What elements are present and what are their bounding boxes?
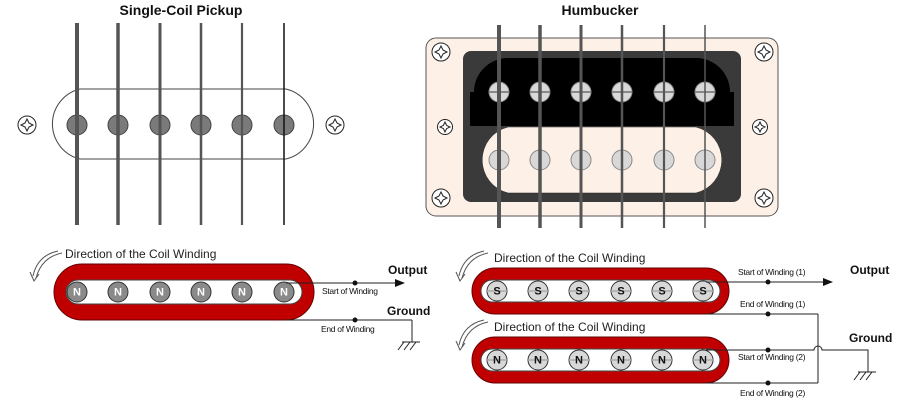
humbucker-cream-bobbin (482, 126, 722, 194)
magnet-pole: N (486, 349, 508, 371)
coil1-winding (471, 267, 730, 315)
pole-polarity-label: N (534, 355, 542, 367)
ring-screw-bottom-left (431, 188, 451, 208)
coil1-winding-arrow-icon (455, 250, 489, 283)
magnet-pole: N (66, 281, 88, 303)
height-screw-left (437, 119, 453, 135)
pole-polarity-label: N (280, 287, 288, 299)
pole-polarity-label: N (73, 287, 81, 299)
magnet-pole: N (273, 281, 295, 303)
single-coil-start-label: Start of Winding (322, 286, 378, 296)
pole-polarity-label: N (197, 287, 205, 299)
magnet-pole: N (190, 281, 212, 303)
magnet-pole: N (527, 349, 549, 371)
height-screw-right (752, 119, 768, 135)
magnet-pole: S (610, 280, 632, 302)
pole-polarity-label: S (699, 286, 706, 298)
humbucker-ground-label: Ground (849, 331, 892, 345)
single-coil-strings (75, 23, 285, 225)
start1-label: Start of Winding (1) (738, 267, 806, 277)
magnet-pole: N (651, 349, 673, 371)
humbucker-black-bobbin (470, 58, 734, 126)
magnet-pole: S (692, 280, 714, 302)
pole-polarity-label: S (658, 286, 665, 298)
magnet-pole: S (651, 280, 673, 302)
magnet-pole: S (568, 280, 590, 302)
coil2-caption: Direction of the Coil Winding (494, 320, 645, 334)
single-coil-end-label: End of Winding (321, 324, 375, 334)
single-coil-caption: Direction of the Coil Winding (65, 247, 216, 261)
pole-polarity-label: S (534, 286, 541, 298)
mounting-screw-left (17, 115, 37, 135)
end2-label: End of Winding (2) (740, 388, 805, 398)
coil2-winding (471, 336, 730, 384)
pole-polarity-label: N (658, 355, 666, 367)
magnet-pole: N (692, 349, 714, 371)
magnet-pole: N (610, 349, 632, 371)
humbucker-title: Humbucker (561, 2, 639, 18)
pole-polarity-label: S (493, 286, 500, 298)
magnet-pole: S (527, 280, 549, 302)
single-coil-title: Single-Coil Pickup (120, 2, 243, 18)
pole-polarity-label: N (699, 355, 707, 367)
pole-polarity-label: N (114, 287, 122, 299)
humbucker-strings (497, 25, 706, 228)
pole-polarity-label: S (617, 286, 624, 298)
single-coil-ground-symbol-icon (397, 341, 420, 351)
ring-screw-top-right (754, 42, 774, 62)
magnet-pole: N (107, 281, 129, 303)
humbucker-series-link-wire (706, 311, 819, 386)
start2-label: Start of Winding (2) (738, 352, 806, 362)
single-coil-ground-wire (286, 317, 413, 342)
coil1-caption: Direction of the Coil Winding (494, 251, 645, 265)
humbucker-output-label: Output (850, 263, 889, 277)
magnet-pole: N (149, 281, 171, 303)
pole-polarity-label: N (493, 355, 501, 367)
ring-screw-bottom-right (754, 188, 774, 208)
humbucker-ground-wire (706, 345, 869, 372)
pole-polarity-label: N (238, 287, 246, 299)
pole-polarity-label: N (575, 355, 583, 367)
single-coil-winding-arrow-icon (29, 250, 63, 283)
pole-polarity-label: N (617, 355, 625, 367)
pole-polarity-label: N (156, 287, 164, 299)
mounting-screw-right (325, 115, 345, 135)
humbucker-ground-symbol-icon (853, 371, 876, 381)
magnet-pole: N (231, 281, 253, 303)
humbucker-output-wire (706, 278, 833, 286)
single-coil-output-label: Output (388, 263, 427, 277)
magnet-pole: S (486, 280, 508, 302)
pole-polarity-label: S (575, 286, 582, 298)
single-coil-output-wire (286, 279, 405, 287)
coil2-winding-arrow-icon (455, 319, 489, 352)
ring-screw-top-left (431, 42, 451, 62)
end1-label: End of Winding (1) (740, 299, 805, 309)
single-coil-ground-label: Ground (387, 304, 430, 318)
magnet-pole: N (568, 349, 590, 371)
